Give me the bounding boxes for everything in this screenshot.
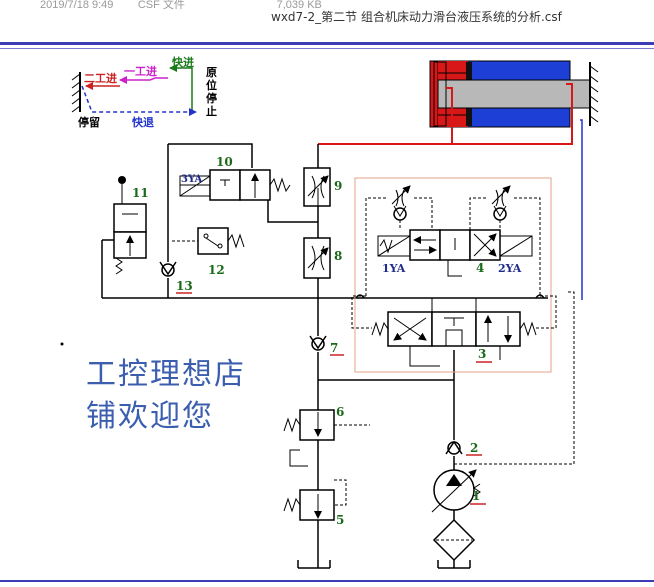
work-cycle-diagram: 快进 一工进 二工进 停留 快退 原位停止 bbox=[71, 55, 217, 129]
label-6: 6 bbox=[336, 405, 344, 419]
main-directional-valve-3: 3 bbox=[351, 295, 557, 367]
roller-valve-11: 11 bbox=[113, 176, 149, 275]
label-10: 10 bbox=[216, 155, 233, 169]
sequence-valve-6: 6 bbox=[283, 405, 370, 467]
bottom-rule bbox=[0, 580, 654, 582]
pilot-valve-frame bbox=[354, 177, 552, 373]
faded-file-info: 2019/7/18 9:49 CSF 文件 7,039 KB bbox=[40, 0, 322, 12]
label-5: 5 bbox=[336, 513, 344, 527]
cycle-fast-forward: 快进 bbox=[171, 55, 194, 69]
label-8: 8 bbox=[334, 249, 342, 263]
file-title: wxd7-2_第二节 组合机床动力滑台液压系统的分析.csf bbox=[271, 10, 562, 24]
label-3: 3 bbox=[478, 347, 486, 361]
label-12: 12 bbox=[208, 263, 225, 277]
label-9: 9 bbox=[334, 179, 342, 193]
cycle-dwell: 停留 bbox=[78, 115, 100, 129]
stray-dot bbox=[60, 342, 64, 346]
faded-type: CSF 文件 bbox=[137, 0, 185, 11]
throttle-valve-9: 9 bbox=[303, 167, 342, 207]
faded-date: 2019/7/18 9:49 bbox=[40, 0, 114, 11]
cycle-fast-return: 快退 bbox=[131, 115, 154, 129]
title-rule bbox=[0, 42, 654, 45]
cycle-origin-stop: 原位停止 bbox=[206, 66, 217, 118]
watermark-text: 工控理想店铺欢迎您 bbox=[86, 357, 246, 434]
label-1: 1 bbox=[472, 489, 480, 503]
line-blue-return bbox=[580, 119, 583, 300]
title-bar: 2019/7/18 9:49 CSF 文件 7,039 KB wxd7-2_第二… bbox=[0, 0, 654, 44]
label-4: 4 bbox=[476, 261, 484, 275]
check-valve-2: 2 bbox=[445, 291, 575, 465]
label-3ya: 3YA bbox=[181, 174, 202, 185]
hydraulic-cylinder bbox=[429, 60, 599, 128]
label-1ya: 1YA bbox=[382, 262, 406, 275]
line-red-rod bbox=[318, 87, 453, 145]
relief-valve-5: 5 bbox=[283, 479, 347, 527]
pressure-switch-12: 12 bbox=[172, 227, 245, 277]
check-valve-13: 13 bbox=[159, 261, 193, 294]
pilot-valve-4: 1YA 4 2YA bbox=[365, 185, 541, 296]
check-valve-7: 7 bbox=[309, 335, 344, 356]
label-11: 11 bbox=[132, 186, 149, 200]
throttle-valve-8: 8 bbox=[303, 237, 342, 279]
faded-size: 7,039 KB bbox=[276, 0, 322, 11]
label-7: 7 bbox=[330, 341, 338, 355]
label-2: 2 bbox=[470, 441, 478, 455]
solenoid-valve-10: 3YA 10 bbox=[179, 155, 291, 201]
variable-pump-1: 1 bbox=[431, 469, 486, 562]
line-crossovers bbox=[355, 294, 545, 299]
label-13: 13 bbox=[176, 279, 193, 293]
title-rule-thin bbox=[0, 48, 654, 49]
cycle-work-feed-1: 一工进 bbox=[124, 64, 157, 78]
label-2ya: 2YA bbox=[498, 262, 522, 275]
cycle-work-feed-2: 二工进 bbox=[84, 71, 117, 85]
